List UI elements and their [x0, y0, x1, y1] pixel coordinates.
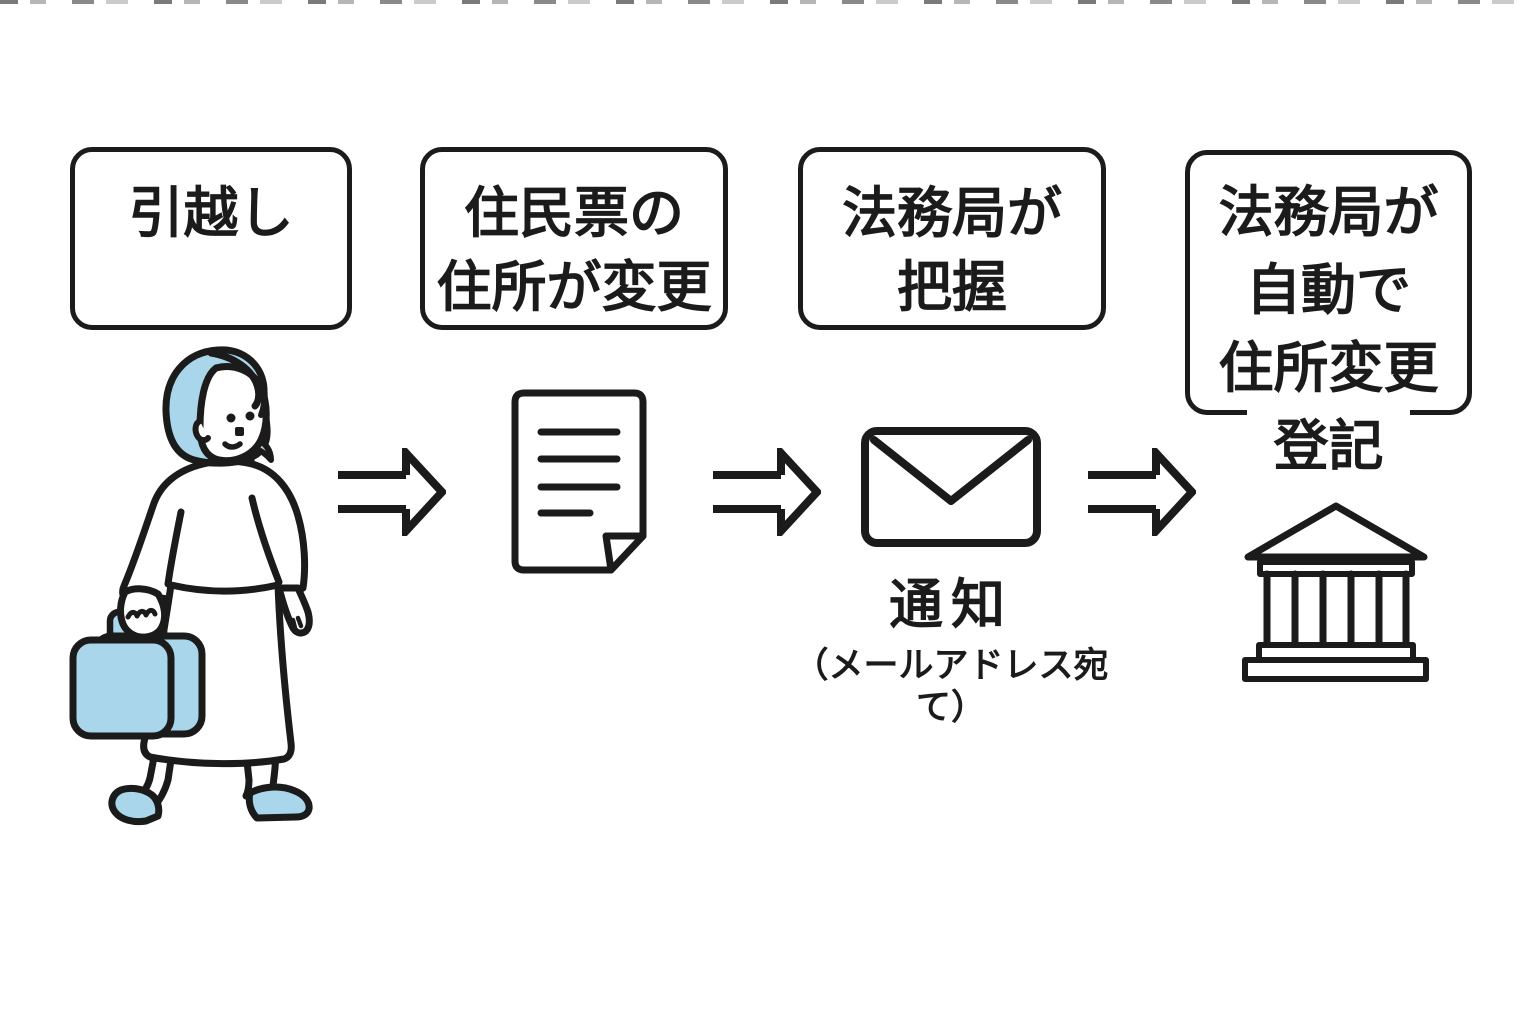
- box-line: 住所変更: [1218, 336, 1439, 400]
- box-legal-affairs-bureau-notified: 法務局が 把握: [798, 147, 1106, 330]
- right-arrow-icon: [338, 448, 446, 536]
- box-line: 自動で: [1245, 258, 1411, 322]
- right-arrow-icon: [1088, 448, 1196, 536]
- government-building-icon: [1242, 502, 1429, 682]
- box-automatic-address-change-registration: 法務局が 自動で 住所変更 登記: [1185, 150, 1472, 485]
- box-moving: 引越し: [70, 147, 352, 330]
- document-icon: [511, 389, 647, 574]
- notification-subcaption: （メールアドレス宛て）: [793, 646, 1109, 728]
- box-line: 住民票の: [463, 181, 684, 245]
- person-with-suitcase-icon: [69, 346, 313, 826]
- envelope-icon: [861, 427, 1041, 547]
- box-line: 把握: [896, 255, 1007, 319]
- box-line: 住所が変更: [436, 255, 712, 319]
- box-resident-record-address-change: 住民票の 住所が変更: [420, 147, 728, 330]
- box-line: 法務局が: [841, 181, 1062, 245]
- cropped-text-artifact: [0, 0, 1536, 4]
- box-moving-label: 引越し: [128, 181, 294, 245]
- box-line: 法務局が: [1218, 180, 1439, 244]
- box-line: 登記: [1247, 407, 1410, 485]
- notification-caption: 通知: [889, 573, 1013, 636]
- right-arrow-icon: [713, 448, 821, 536]
